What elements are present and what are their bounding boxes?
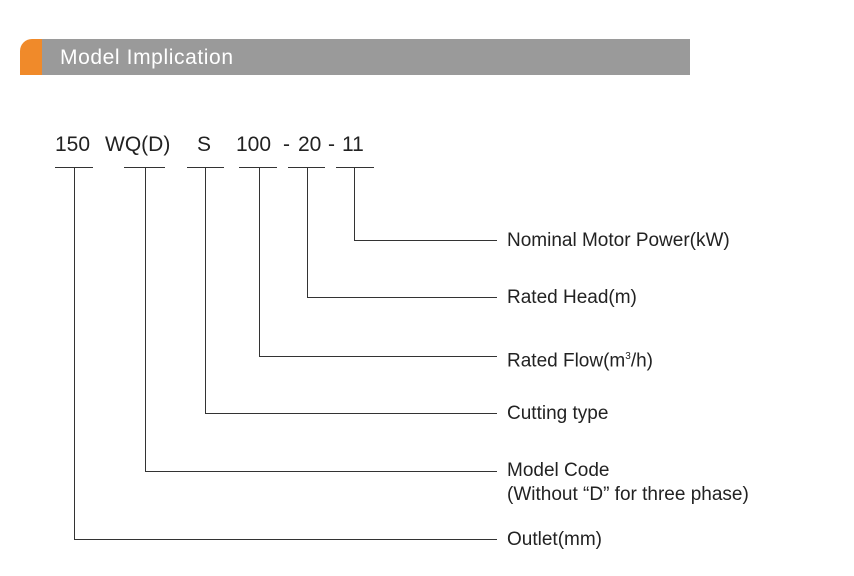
label-model-code: Model Code bbox=[507, 460, 610, 481]
leader-rated-flow bbox=[259, 167, 497, 357]
separator: - bbox=[328, 133, 335, 156]
segment-cutting-type: S bbox=[197, 133, 212, 156]
label-cutting-type: Cutting type bbox=[507, 403, 609, 424]
segment-outlet: 150 bbox=[55, 133, 91, 156]
section-header: Model Implication bbox=[20, 39, 690, 75]
label-outlet: Outlet(mm) bbox=[507, 529, 602, 550]
label-rated-flow: Rated Flow(m3/h) bbox=[507, 346, 653, 372]
leader-rated-head bbox=[307, 167, 497, 298]
header-bar-fill bbox=[42, 39, 690, 75]
label-rated-flow-prefix: Rated Flow(m bbox=[507, 350, 626, 372]
segment-model-code: WQ(D) bbox=[105, 133, 171, 156]
leader-cutting-type bbox=[205, 167, 497, 414]
label-rated-flow-suffix: /h) bbox=[630, 350, 653, 372]
leader-outlet bbox=[74, 167, 497, 540]
header-accent-tab bbox=[20, 39, 42, 75]
segment-rated-flow: 100 bbox=[236, 133, 272, 156]
separator: - bbox=[283, 133, 290, 156]
label-model-code-note: (Without “D” for three phase) bbox=[507, 484, 749, 505]
section-title: Model Implication bbox=[60, 46, 234, 69]
label-motor-power: Nominal Motor Power(kW) bbox=[507, 230, 730, 251]
leader-motor-power bbox=[354, 167, 497, 241]
segment-rated-head: 20 bbox=[298, 133, 322, 156]
leader-model-code bbox=[145, 167, 497, 472]
label-rated-head: Rated Head(m) bbox=[507, 287, 637, 308]
superscript-cubed: 3 bbox=[625, 351, 631, 362]
segment-motor-power: 11 bbox=[342, 133, 364, 156]
